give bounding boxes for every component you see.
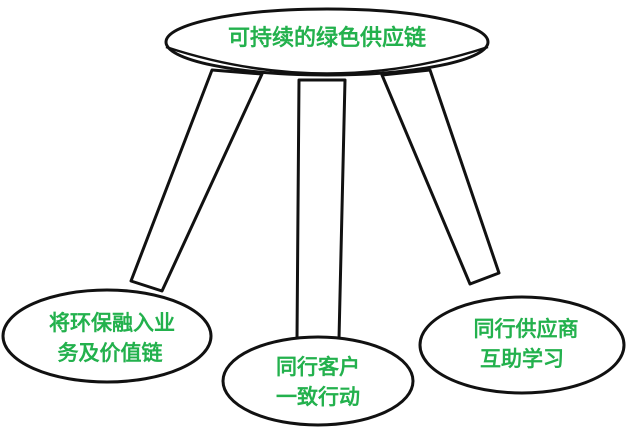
stool-leg-right <box>380 68 501 286</box>
pillar-right: 同行供应商 互助学习 <box>418 295 626 395</box>
stool-seat-top <box>164 7 490 77</box>
pillar-left-label-line2: 务及价值链 <box>58 341 164 365</box>
stool-leg-left <box>129 68 264 293</box>
pillar-right-oval <box>418 295 626 395</box>
stool-seat-rim <box>165 45 489 75</box>
pillar-left: 将环保融入业 务及价值链 <box>1 288 213 384</box>
pillar-right-label-line2: 互助学习 <box>480 347 564 371</box>
pillar-right-label-line1: 同行供应商 <box>474 317 579 341</box>
pillar-center-label-line1: 同行客户 <box>276 355 360 379</box>
pillar-center: 同行客户 一致行动 <box>221 335 415 427</box>
pillar-left-oval <box>1 288 213 384</box>
pillar-center-label-line2: 一致行动 <box>276 385 360 409</box>
pillar-left-label-line1: 将环保融入业 <box>49 311 175 335</box>
seat-label: 可持续的绿色供应链 <box>228 25 426 51</box>
pillar-center-oval <box>221 335 415 427</box>
stool-legs <box>129 68 501 341</box>
stool-leg-center <box>295 78 347 341</box>
stool-seat: 可持续的绿色供应链 <box>164 7 490 77</box>
